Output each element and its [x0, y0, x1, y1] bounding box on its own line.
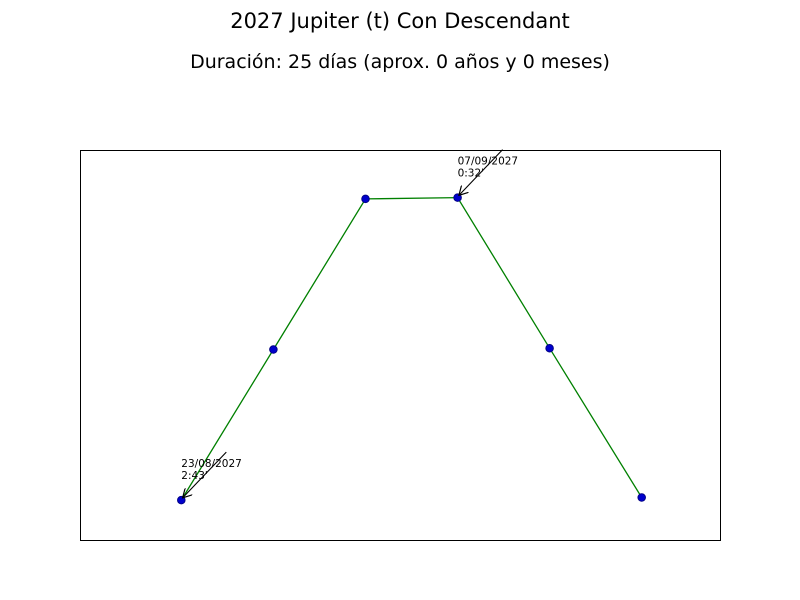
annotation-orb: 2:43'	[181, 470, 207, 482]
series-line	[180, 196, 643, 501]
annotation-arrow	[183, 451, 227, 497]
data-point-2	[361, 194, 370, 204]
data-point-1	[269, 345, 278, 354]
annotation-date: 23/08/2027	[181, 458, 242, 470]
annotation-orb: 0:32'	[458, 168, 484, 180]
series-layer	[177, 193, 646, 505]
data-point-0	[177, 495, 186, 505]
annotation-arrow	[460, 149, 503, 195]
plot-frame	[80, 150, 721, 541]
data-point-5	[637, 493, 646, 502]
data-point-4	[545, 343, 554, 353]
annotation-date: 07/09/2027	[458, 156, 519, 168]
chart-subtitle: Duración: 25 días (aprox. 0 años y 0 mes…	[190, 51, 610, 73]
data-point-3	[453, 193, 462, 202]
chart-title: 2027 Jupiter (t) Con Descendant	[230, 9, 570, 33]
